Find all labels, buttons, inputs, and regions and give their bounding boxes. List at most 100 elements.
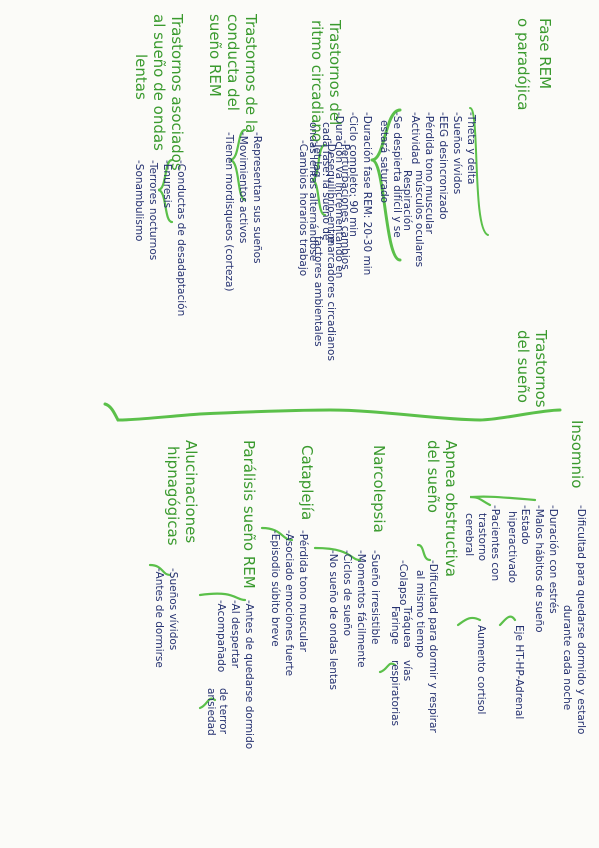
list-item: -Episodio súbito breve: [269, 530, 281, 647]
ondas-title: Trastornos asociados al sueño de ondas l…: [132, 13, 186, 171]
list-item: -Jet lag: [311, 140, 323, 177]
list-item: -Duración va incrementando en: [333, 112, 345, 278]
list-item: -Acompañado: [215, 600, 227, 672]
brace-conducta: [229, 128, 247, 202]
list-item: -Sueños vívidos: [167, 568, 179, 650]
svg-text:Alucinaciones: Alucinaciones: [182, 440, 200, 543]
list-item: Eje HT-HP-Adrenal: [513, 625, 525, 719]
cataplejia-title: Cataplejía: [298, 445, 316, 520]
list-item: -Ciclos de sueño: [341, 550, 353, 636]
brace-aluc: [148, 563, 172, 577]
list-item: -No sueño de ondas lentas: [327, 550, 339, 690]
alucinaciones-title: Alucinaciones hipnagógicas: [164, 440, 200, 546]
list-item: -Sueños vívidos: [451, 112, 463, 194]
trastornos-title: Trastornos del sueño: [514, 329, 550, 408]
svg-text:Insomnio: Insomnio: [568, 420, 586, 488]
list-item: -Desequilibrio entre: [325, 140, 337, 244]
list-item: Respiración: [401, 170, 413, 231]
list-item: cerebral: [463, 513, 475, 556]
brace-apnea: [378, 543, 432, 674]
conducta-title: Trastornos de la conducta del sueño REM: [206, 13, 260, 133]
list-item: músculos oculares: [413, 170, 425, 267]
list-item: trastorno: [476, 513, 488, 561]
list-item: Tráquea: [401, 605, 413, 648]
list-item: -Al despertar: [229, 600, 241, 669]
svg-text:Trastornos de la: Trastornos de la: [242, 13, 260, 133]
list-item: -Representan sus sueños: [251, 132, 263, 263]
list-item: respiratorias: [389, 660, 401, 726]
svg-text:Trastornos del: Trastornos del: [326, 19, 344, 125]
brace-fase-rem: [370, 107, 489, 262]
list-item: -Perturbaciones cambios: [339, 140, 351, 270]
list-item: hiperactivado: [506, 511, 518, 583]
svg-text:Trastornos: Trastornos: [532, 329, 550, 408]
brace-paralisis: [198, 592, 247, 710]
list-item: -Enuresis: [161, 160, 173, 208]
list-item: -Dificultad para dormir y respirar: [427, 560, 439, 733]
list-item: -Terrores nocturnos: [147, 160, 159, 260]
list-item: -Tienen mordisqueos (corteza): [223, 132, 235, 291]
list-item: vías: [401, 660, 413, 681]
list-item: -Malos hábitos de sueño: [533, 505, 545, 633]
cataplejia-items: -Pérdida tono muscular -Asociado emocion…: [269, 530, 309, 676]
paralisis-title: Parálisis sueño REM: [240, 440, 258, 589]
svg-text:del sueño: del sueño: [424, 440, 442, 513]
brace-narco: [313, 546, 362, 562]
insomnio-title: Insomnio: [568, 420, 586, 488]
list-item: -Estado: [519, 505, 531, 545]
svg-text:Parálisis sueño REM: Parálisis sueño REM: [240, 440, 258, 589]
list-item: -Conductas de desadaptación: [175, 160, 187, 316]
narcolepsia-items: -Sueño irresistible -Momentos fácilmente…: [327, 550, 381, 690]
svg-text:ritmo circadiano: ritmo circadiano: [308, 20, 326, 142]
list-item: Faringe: [389, 606, 401, 645]
conducta-items: -Representan sus sueños -Movimientos act…: [223, 132, 263, 291]
list-item: ondas lentas alternándose: [307, 122, 319, 261]
narcolepsia-title: Narcolepsia: [370, 445, 388, 533]
list-item: -Duración fase REM: 20-30 min: [361, 112, 373, 275]
svg-text:o paradójica: o paradójica: [514, 18, 532, 111]
list-item: -Theta y delta: [465, 112, 477, 184]
list-item: ansiedad: [205, 688, 217, 736]
list-item: -Momentos fácilmente: [355, 550, 367, 668]
list-item: -Ciclo completo: 90 min: [347, 112, 359, 237]
list-item: durante cada noche: [561, 605, 573, 710]
list-item: estará saturado: [378, 120, 390, 203]
svg-text:lentas: lentas: [132, 54, 150, 100]
paralisis-items: -Antes de quedarse dormido -Al despertar…: [205, 600, 255, 749]
list-item: marcadores circadianos: [325, 236, 337, 361]
insomnio-items: -Dificultad para quedarse dormido y esta…: [463, 505, 587, 734]
fase-rem-items: -Theta y delta -Sueños vívidos -EEG desi…: [401, 112, 477, 267]
list-item: -Sonambulismo: [133, 160, 145, 241]
list-item: cada fase: la sueño de: [320, 122, 332, 240]
list-item: -Dificultad para quedarse dormido y esta…: [575, 505, 587, 734]
svg-text:Fase REM: Fase REM: [536, 18, 554, 89]
svg-text:Apnea obstructiva: Apnea obstructiva: [442, 440, 460, 577]
svg-text:Cataplejía: Cataplejía: [298, 445, 316, 520]
brace-cata: [260, 526, 294, 542]
brace-ritmo: [311, 143, 327, 217]
list-item: al mismo tiempo: [414, 570, 426, 658]
brace-ondas: [157, 158, 174, 224]
ritmo-title: Trastornos del ritmo circadiano: [308, 19, 344, 142]
ondas-items: -Conductas de desadaptación -Enuresis -T…: [133, 160, 187, 316]
svg-text:hipnagógicas: hipnagógicas: [164, 446, 182, 546]
svg-text:Trastornos asociados: Trastornos asociados: [168, 13, 186, 171]
list-item: -Pérdida tono muscular: [297, 530, 309, 652]
ritmo-items: -Perturbaciones cambios -Desequilibrio e…: [297, 140, 351, 361]
fase-rem-items-2: -Se despierta difícil y se estará satura…: [307, 112, 403, 278]
brace-trastornos-main: [103, 402, 562, 422]
list-item: -Pérdida tono muscular: [423, 112, 435, 234]
list-item: -Cambios horarios trabajo: [297, 140, 309, 276]
svg-text:Narcolepsia: Narcolepsia: [370, 445, 388, 533]
list-item: -Movimientos activos: [237, 132, 249, 243]
list-item: factores ambientales: [312, 236, 324, 347]
list-item: -Antes de quedarse dormido: [243, 600, 255, 749]
list-item: -Duración con estrés: [547, 505, 559, 614]
fase-rem-title: Fase REM o paradójica: [514, 18, 554, 111]
list-item: de terror: [217, 688, 229, 735]
brace-insomnio: [456, 495, 537, 627]
list-item: -Actividad: [409, 112, 421, 164]
list-item: -Colapso: [397, 560, 409, 605]
